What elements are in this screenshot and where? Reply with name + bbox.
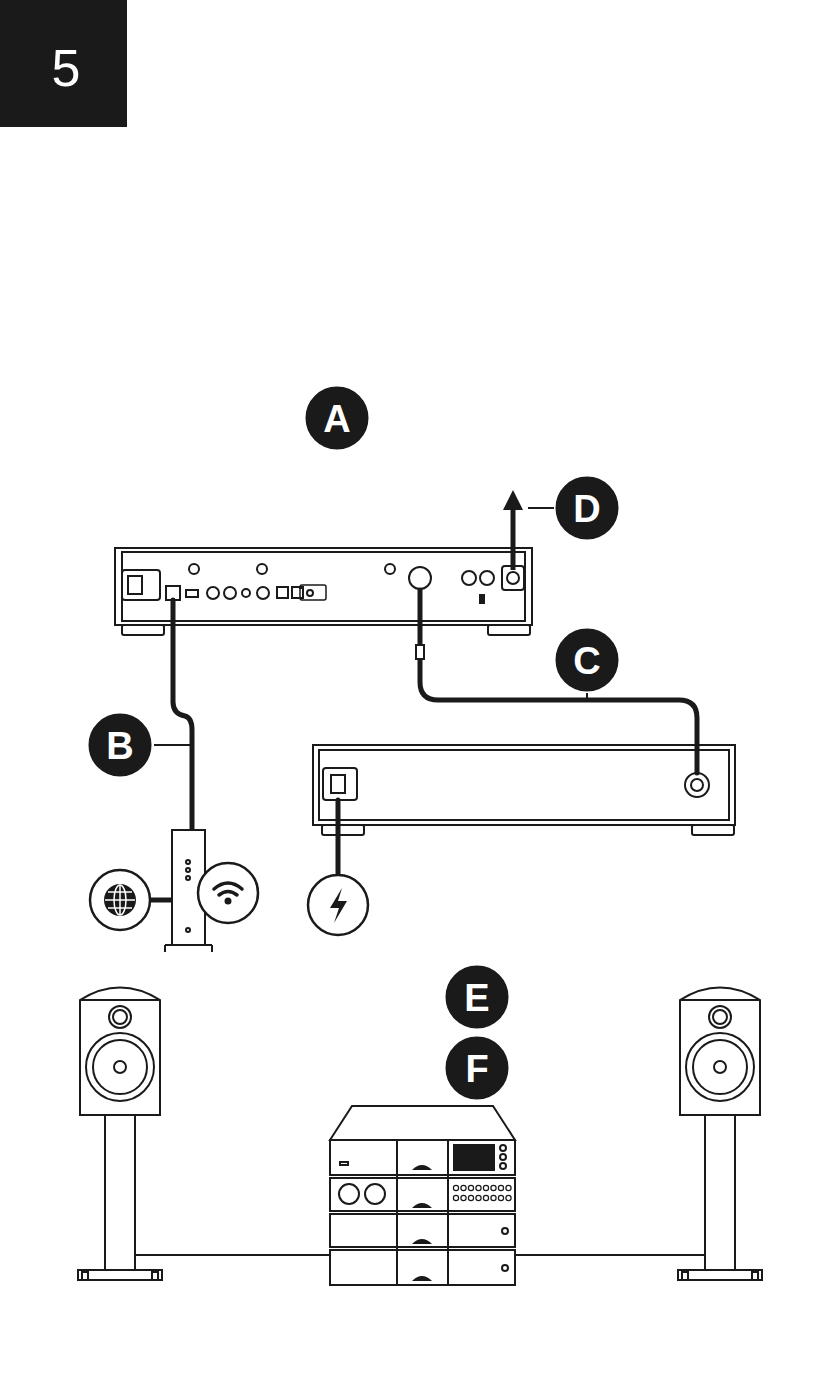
button-dot [476,1185,481,1190]
button-dot [468,1185,473,1190]
button-dot [476,1195,481,1200]
button-dot [506,1195,511,1200]
button-dot [461,1185,466,1190]
button-dot [483,1185,488,1190]
step-number: 5 [52,42,81,94]
button-dot [491,1195,496,1200]
callout-letter: E [464,979,489,1017]
callout-letter: F [465,1050,488,1088]
callout-letter: B [106,727,133,765]
callout-letter: D [573,490,600,528]
button-dot [461,1195,466,1200]
button-dot [453,1195,458,1200]
button-dot [453,1185,458,1190]
button-dot [491,1185,496,1190]
callout-letter: C [573,642,600,680]
button-dot [498,1195,503,1200]
button-dot [468,1195,473,1200]
button-dot [506,1185,511,1190]
button-dot [498,1185,503,1190]
button-dot [483,1195,488,1200]
callout-letter: A [323,400,350,438]
